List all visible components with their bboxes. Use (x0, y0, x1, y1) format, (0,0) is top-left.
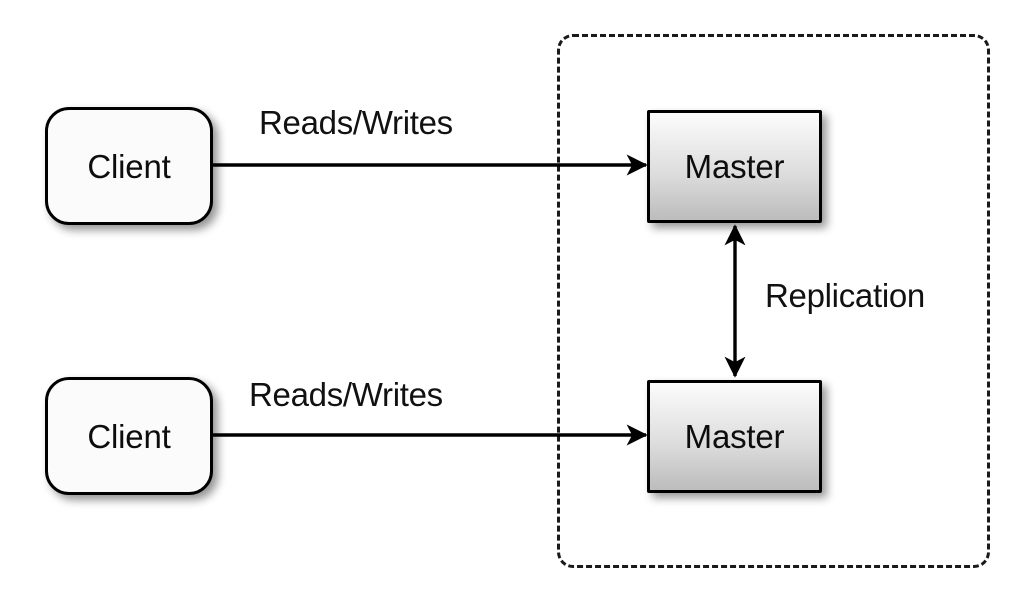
edge-label-reads-writes-top: Reads/Writes (259, 104, 453, 141)
node-master-top[interactable]: Master (647, 110, 822, 223)
node-master-bottom[interactable]: Master (647, 380, 822, 493)
edge-label-replication: Replication (765, 277, 925, 314)
replication-group-boundary (557, 34, 990, 568)
edge-label-reads-writes-bottom: Reads/Writes (249, 376, 443, 413)
node-client-top-label: Client (87, 147, 171, 185)
node-client-bottom[interactable]: Client (45, 377, 213, 495)
node-master-bottom-label: Master (684, 418, 785, 455)
node-client-top[interactable]: Client (45, 107, 213, 225)
node-master-top-label: Master (684, 148, 785, 185)
node-client-bottom-label: Client (87, 417, 171, 455)
